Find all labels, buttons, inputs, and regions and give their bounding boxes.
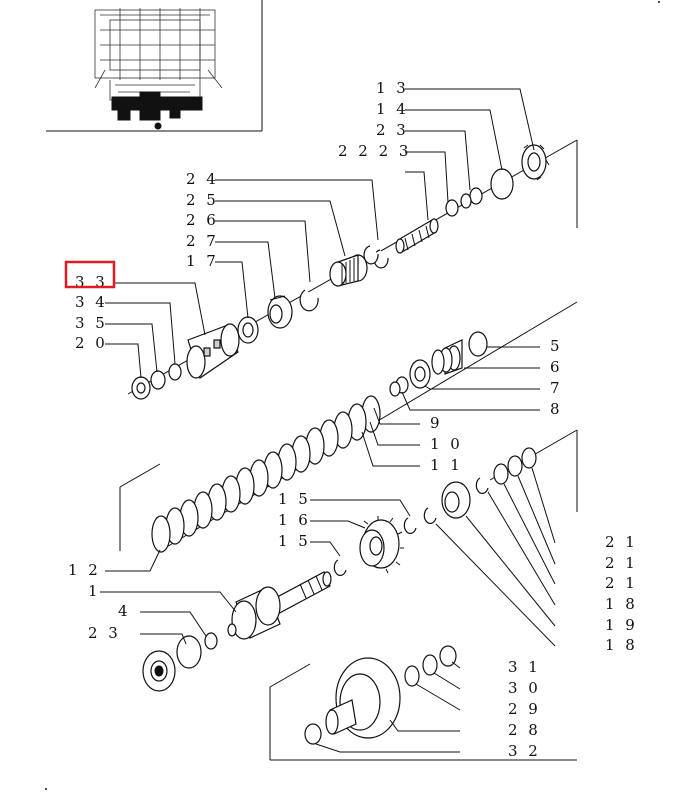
upper-assembly	[131, 144, 550, 553]
ring-14	[490, 168, 514, 200]
callout-15-lower: 1 5	[278, 532, 311, 550]
callout-21-a: 2 1	[605, 533, 638, 551]
callout-7: 7	[550, 379, 563, 397]
callout-33: 3 3	[75, 273, 108, 291]
callout-11: 1 1	[430, 456, 463, 474]
callout-22-23: 2 2 2 3	[338, 142, 411, 160]
callout-18-b: 1 8	[605, 636, 638, 654]
callout-16: 1 6	[278, 511, 311, 529]
callout-26: 2 6	[186, 211, 219, 229]
stray-dot	[45, 788, 47, 790]
callout-29: 2 9	[508, 700, 541, 718]
callout-19: 1 9	[605, 616, 638, 634]
callout-12: 1 2	[68, 561, 101, 579]
callout-25: 2 5	[186, 191, 219, 209]
callout-27: 2 7	[186, 232, 219, 250]
callout-13: 1 3	[376, 79, 409, 97]
locator-thumbnail	[46, 0, 263, 132]
callout-9: 9	[430, 414, 443, 432]
callout-28: 2 8	[508, 721, 541, 739]
ring-5	[468, 331, 488, 357]
callout-21-b: 2 1	[605, 554, 638, 572]
callout-31: 3 1	[508, 658, 541, 676]
ring-4	[204, 632, 218, 650]
clutch-disc-pack	[151, 395, 381, 553]
selected-callout-highlight[interactable]	[64, 260, 116, 289]
callout-23-upper: 2 3	[376, 121, 409, 139]
callout-10: 1 0	[430, 435, 463, 453]
callout-24: 2 4	[186, 170, 219, 188]
callout-17: 1 7	[186, 252, 219, 270]
callout-20: 2 0	[75, 334, 108, 352]
callout-34: 3 4	[75, 293, 108, 311]
leader-lines	[100, 88, 556, 753]
callout-32: 3 2	[508, 742, 541, 760]
callout-8: 8	[550, 400, 563, 418]
stray-dot	[658, 1, 660, 3]
callout-35: 3 5	[75, 314, 108, 332]
callout-5: 5	[550, 337, 563, 355]
callout-30: 3 0	[508, 679, 541, 697]
callout-21-c: 2 1	[605, 574, 638, 592]
callout-15-upper: 1 5	[278, 490, 311, 508]
callout-4: 4	[118, 602, 131, 620]
callout-1: 1	[88, 582, 101, 600]
callout-18-a: 1 8	[605, 595, 638, 613]
callout-labels: 1 3 1 4 2 3 2 2 2 3 2 4 2 5 2 6 2 7 1 7 …	[68, 79, 638, 760]
callout-6: 6	[550, 358, 563, 376]
callout-23-lower: 2 3	[88, 624, 121, 642]
lower-assembly	[304, 645, 457, 745]
middle-assembly	[142, 447, 537, 692]
callout-14: 1 4	[376, 100, 409, 118]
